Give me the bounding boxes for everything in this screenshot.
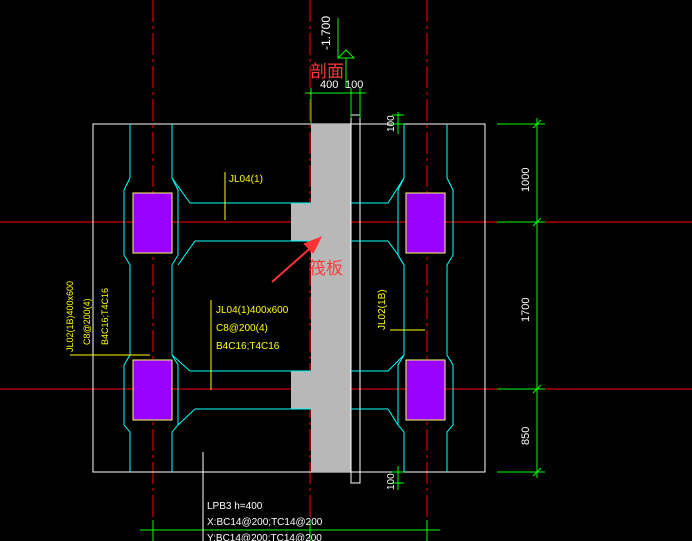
raft-strip [311, 124, 351, 472]
beam-top-lower [177, 240, 311, 266]
beam-mid-line-1: JL04(1)400x600 [216, 305, 289, 316]
elevation-label: -1.700 [319, 16, 333, 50]
slab-line-2: X:BC14@200;TC14@200 [207, 517, 323, 528]
right-dim-1: 1000 [520, 168, 532, 192]
beam-mid-line-3: B4C16;T4C16 [216, 341, 280, 352]
beam-top-upper-r [351, 177, 405, 204]
column-top-left [132, 192, 173, 254]
beam-bottom-upper [171, 354, 311, 372]
dim-right-slash-4 [532, 467, 542, 477]
beam-left-inner [171, 124, 179, 472]
column-bottom-left [132, 359, 173, 421]
right-dim-3: 850 [520, 427, 532, 445]
slab-line-1: LPB3 h=400 [207, 501, 263, 512]
beam-mid-line-2: C8@200(4) [216, 323, 268, 334]
slab-line-3: Y:BC14@200;TC14@200 [207, 533, 322, 541]
beam-bottom-upper-r [351, 354, 405, 372]
beam-right-outer [397, 124, 405, 472]
raft-haunch-bottom [291, 371, 311, 409]
dim-right-slash-2 [532, 217, 542, 227]
raft-haunch-top [291, 203, 311, 241]
foundation-beams [123, 124, 454, 472]
top-dim-left: 400 [320, 79, 338, 91]
beam-top-upper [171, 177, 311, 204]
top-dim-right: 100 [345, 79, 363, 91]
raft-arrow-head [303, 236, 323, 254]
elevation-marker [337, 18, 356, 60]
beam-top-label: JL04(1) [229, 174, 263, 185]
beam-left-line-1: JL02(1B)400x600 [65, 281, 75, 352]
section-cut-strip [350, 114, 361, 484]
beam-bottom-lower [177, 408, 311, 426]
dim-right-slash-1 [532, 119, 542, 129]
beam-left-line-2: C8@200(4) [82, 298, 92, 345]
beam-right-label: JL02(1B) [377, 289, 388, 330]
column-top-right [405, 192, 446, 254]
beam-bottom-lower-r [351, 408, 399, 426]
small-dim-top: 100 [386, 115, 397, 132]
slab-outline [92, 123, 486, 473]
raft-arrow-shaft [271, 242, 317, 283]
section-label: 剖面 [310, 62, 344, 82]
beam-left-outer [123, 124, 131, 472]
small-dim-bottom: 100 [386, 473, 397, 490]
dimension-lines [140, 18, 545, 541]
leader-lines [70, 172, 425, 390]
beam-top-lower-r [351, 240, 405, 266]
columns [132, 192, 446, 421]
right-dim-2: 1700 [520, 298, 532, 322]
column-bottom-right [405, 359, 446, 421]
beam-right-inner [446, 124, 454, 472]
beam-left-line-3: B4C16;T4C16 [100, 288, 110, 345]
raft-arrow [271, 236, 323, 283]
raft-label: 筏板 [309, 259, 343, 279]
dim-right-slash-3 [532, 384, 542, 394]
